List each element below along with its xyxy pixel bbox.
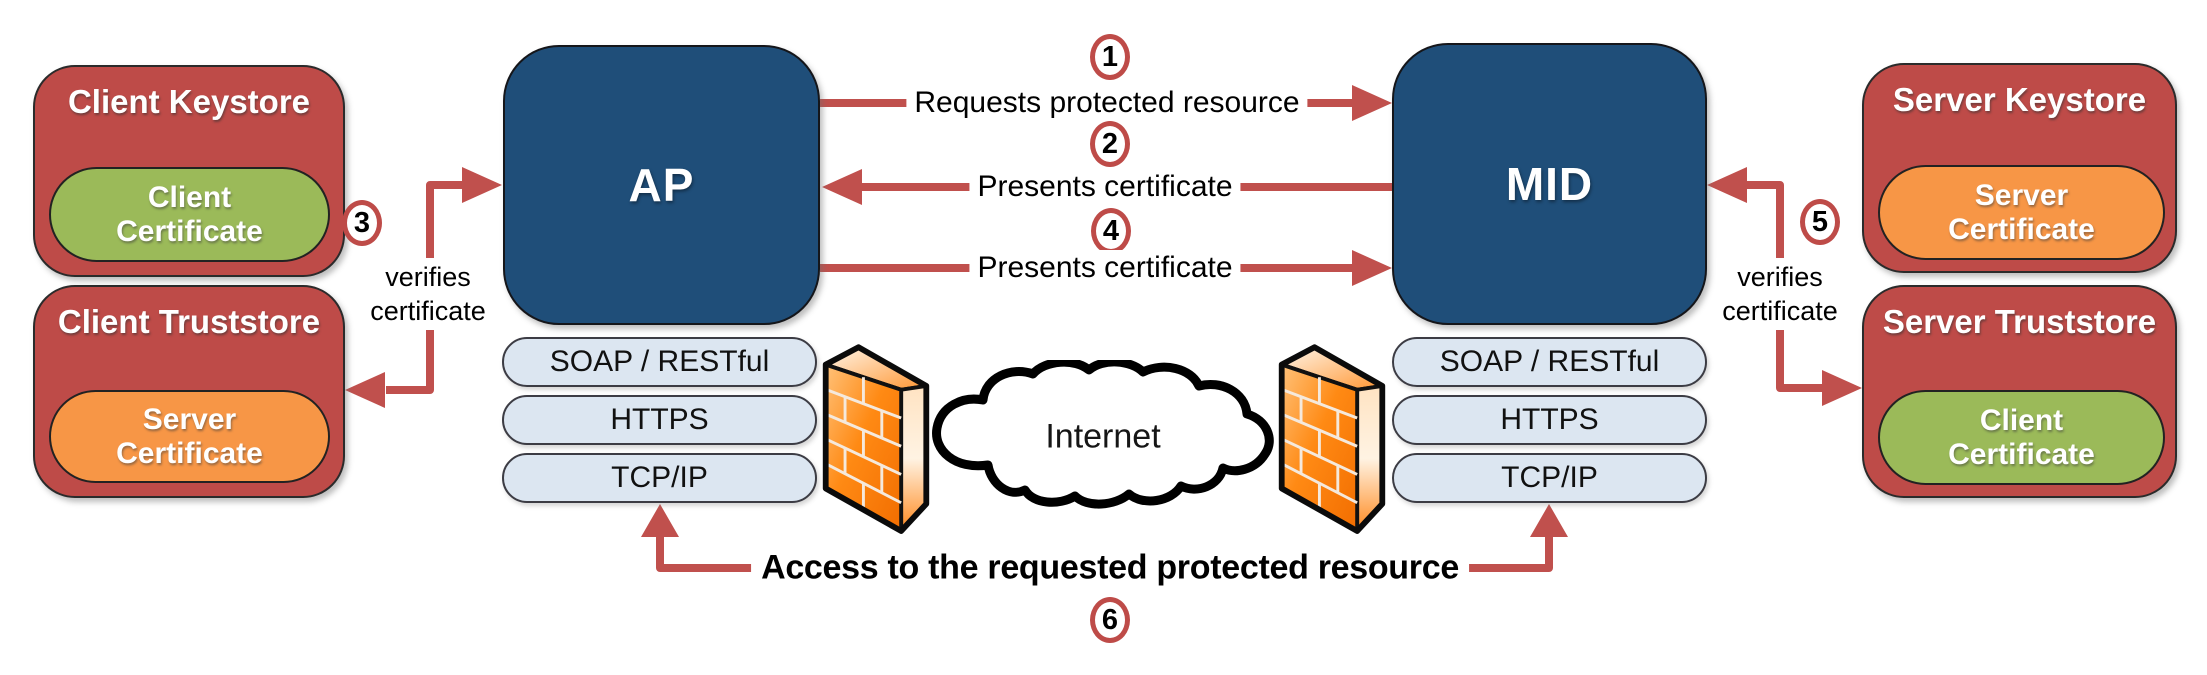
server-truststore-title: Server Truststore (1882, 303, 2157, 340)
step-2-badge: 2 (1090, 121, 1130, 167)
arrowhead-step3-bottom (345, 372, 385, 408)
layer-tcpip-right: TCP/IP (1392, 453, 1707, 503)
step-4-badge: 4 (1091, 208, 1131, 254)
client-certificate-line2: Certificate (116, 214, 263, 248)
layer-soap-left: SOAP / RESTful (502, 337, 817, 387)
client-certificate-pill: Client Certificate (49, 167, 330, 262)
step-6-label: Access to the requested protected resour… (751, 547, 1469, 589)
server-certificate-line2: Certificate (1948, 212, 2095, 246)
arrowhead-step1 (1352, 85, 1392, 121)
step-3-label-line2: certificate (370, 296, 486, 326)
arrowhead-step2 (822, 169, 862, 205)
client-certificate-line1: Client (147, 180, 232, 214)
step-3-label-line1: verifies (385, 262, 471, 292)
ap-label: AP (628, 159, 695, 211)
internet-label: Internet (1045, 417, 1161, 456)
client-certificate-line2: Certificate (1948, 437, 2095, 471)
server-certificate-line1: Server (142, 402, 237, 436)
layer-tcpip-left: TCP/IP (502, 453, 817, 503)
client-keystore-box: Client Keystore Client Certificate (33, 65, 345, 277)
step-3-badge: 3 (342, 200, 382, 246)
firewall-icon (1273, 344, 1391, 540)
server-truststore-box: Server Truststore Client Certificate (1862, 285, 2177, 498)
client-certificate-line1: Client (1979, 403, 2064, 437)
step-4-label: Presents certificate (969, 250, 1241, 286)
step-5-label-line1: verifies (1737, 262, 1823, 292)
step-6-badge: 6 (1090, 597, 1130, 643)
step-3-label: verifies certificate (364, 258, 492, 330)
step-2-label: Presents certificate (969, 169, 1241, 205)
server-keystore-box: Server Keystore Server Certificate (1862, 63, 2177, 273)
arrowhead-step3-top (462, 167, 502, 203)
server-certificate-pill: Server Certificate (49, 390, 330, 483)
server-certificate-line1: Server (1974, 178, 2069, 212)
arrowhead-step5-top (1707, 167, 1747, 203)
mid-node: MID (1392, 43, 1707, 325)
mid-label: MID (1505, 158, 1594, 210)
layer-soap-right: SOAP / RESTful (1392, 337, 1707, 387)
arrowhead-step4 (1352, 250, 1392, 286)
layer-https-left: HTTPS (502, 395, 817, 445)
client-certificate-pill: Client Certificate (1878, 390, 2165, 485)
server-keystore-title: Server Keystore (1892, 81, 2147, 118)
server-certificate-line2: Certificate (116, 436, 263, 470)
client-truststore-box: Client Truststore Server Certificate (33, 285, 345, 498)
arrowhead-step5-bottom (1822, 370, 1862, 406)
step-5-label: verifies certificate (1716, 258, 1844, 330)
firewall-icon (817, 344, 935, 540)
step-1-label: Requests protected resource (906, 85, 1308, 121)
cloud-shape (932, 360, 1274, 509)
internet-cloud (932, 360, 1274, 509)
server-certificate-pill: Server Certificate (1878, 165, 2165, 260)
ap-node: AP (503, 45, 820, 325)
layer-https-right: HTTPS (1392, 395, 1707, 445)
step-5-label-line2: certificate (1722, 296, 1838, 326)
arrowhead-step6-right-up (1530, 504, 1568, 537)
client-keystore-title: Client Keystore (67, 83, 311, 120)
step-1-badge: 1 (1090, 34, 1130, 80)
arrowhead-step6-left-up (641, 504, 679, 537)
client-truststore-title: Client Truststore (57, 303, 321, 340)
step-5-badge: 5 (1800, 199, 1840, 245)
